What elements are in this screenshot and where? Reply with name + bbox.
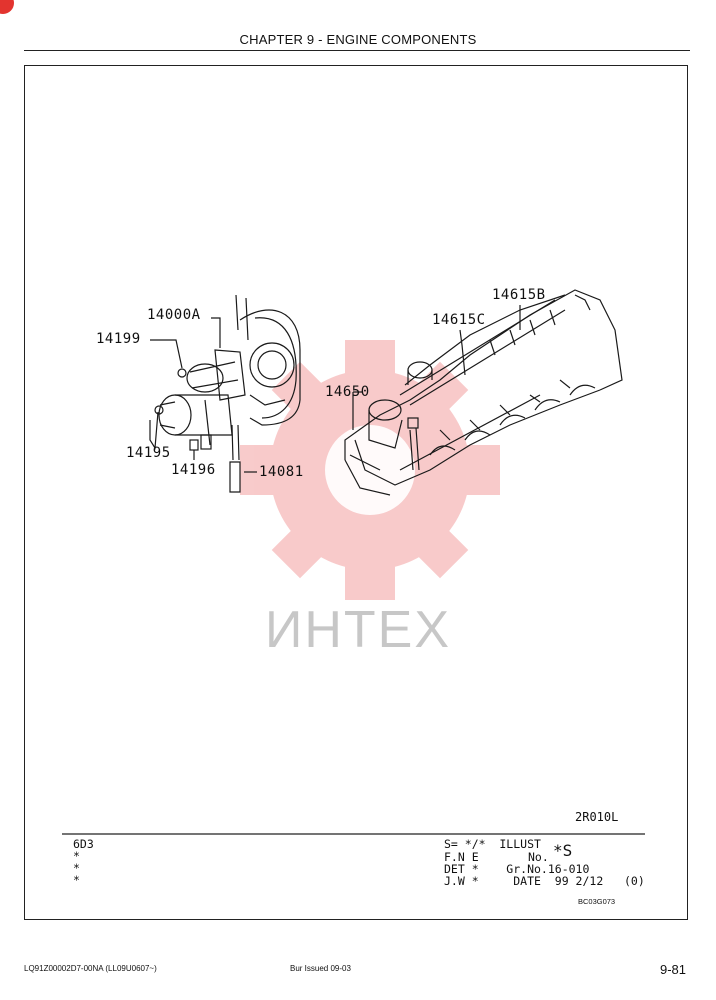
callout-14000A: 14000A — [147, 307, 201, 323]
watermark-text: ИHTEX — [264, 601, 452, 659]
callout-14615C: 14615C — [432, 312, 486, 328]
drawing-frame — [24, 65, 688, 920]
s-line: S= */* ILLUST — [444, 837, 541, 851]
issue-info: Bur Issued 09-03 — [290, 964, 351, 973]
model-star-1: * — [73, 849, 80, 863]
model-star-3: * — [73, 873, 80, 887]
callout-14196: 14196 — [171, 462, 216, 478]
page-number: 9-81 — [659, 962, 686, 977]
illust-no: *S — [553, 841, 573, 860]
fne-line: F.N E — [444, 850, 479, 864]
no-label: No. — [528, 850, 549, 864]
callout-14199: 14199 — [96, 331, 141, 347]
callout-14195: 14195 — [126, 445, 171, 461]
callout-14615B: 14615B — [492, 287, 546, 303]
callout-14081: 14081 — [259, 464, 304, 480]
model-code: 6D3 — [73, 837, 94, 851]
doc-code: LQ91Z00002D7-00NA (LL09U0607~) — [24, 964, 157, 973]
model-star-2: * — [73, 861, 80, 875]
corner-badge — [0, 0, 14, 14]
starter-motor — [154, 349, 246, 493]
illustration-ref: 2R010L — [575, 810, 619, 824]
jw-line: J.W * DATE 99 2/12 (0) — [444, 874, 645, 888]
callout-14650: 14650 — [325, 384, 370, 400]
cylinder-head — [344, 289, 623, 496]
flywheel-housing — [235, 294, 301, 426]
page-title: CHAPTER 9 - ENGINE COMPONENTS — [239, 32, 477, 47]
drawing-code: BC03G073 — [578, 897, 616, 906]
header-rule — [24, 50, 690, 51]
leader-lines — [149, 305, 521, 473]
det-line: DET * Gr.No.16-010 — [444, 862, 590, 876]
